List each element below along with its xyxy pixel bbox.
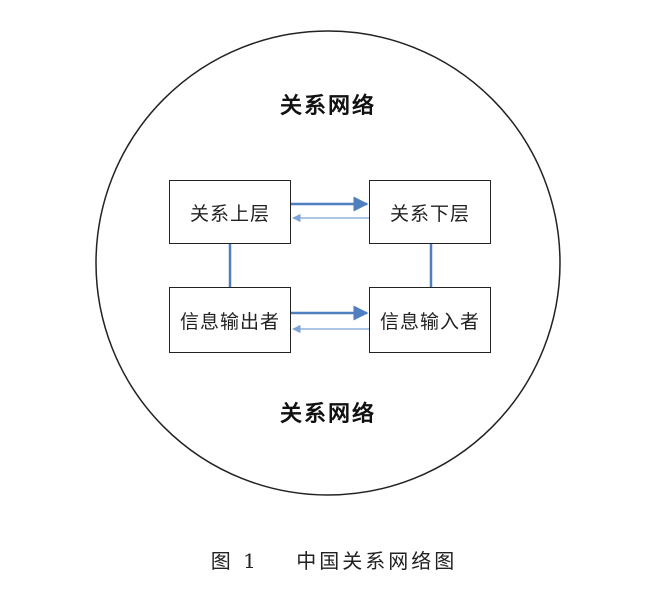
caption-number: 图 1	[210, 549, 259, 573]
caption-gap	[259, 549, 296, 573]
figure-caption: 图 1 中国关系网络图	[0, 545, 668, 574]
network-label-top: 关系网络	[279, 94, 376, 119]
box-relationship-lower: 关系下层	[369, 180, 491, 244]
box-information-output: 信息输出者	[169, 287, 291, 353]
box-information-input: 信息输入者	[369, 287, 491, 353]
box-relationship-upper: 关系上层	[169, 180, 291, 244]
caption-title: 中国关系网络图	[296, 549, 458, 573]
network-circle	[95, 30, 561, 496]
network-label-bottom: 关系网络	[279, 402, 376, 427]
